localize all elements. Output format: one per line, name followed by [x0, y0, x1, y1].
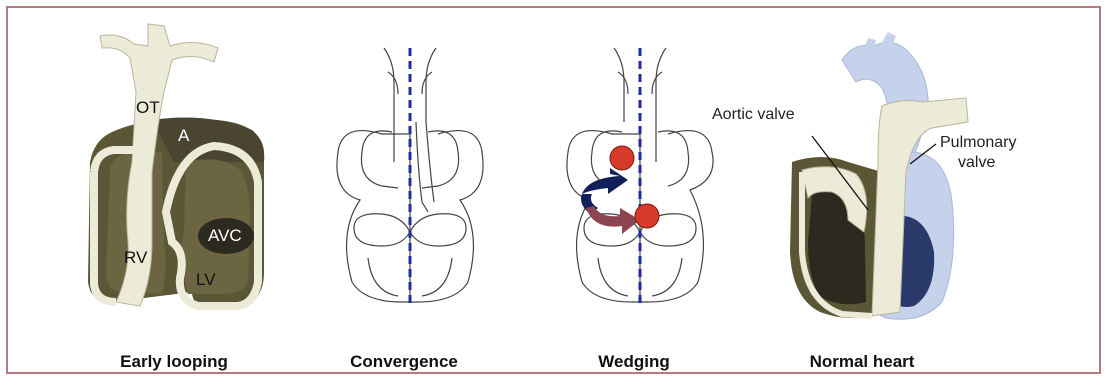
maroon-shift-arrow	[586, 206, 640, 234]
red-dot-lower	[635, 204, 659, 228]
convergence-outline	[337, 131, 410, 302]
label-lv: LV	[196, 270, 216, 290]
normal-heart	[790, 32, 968, 319]
caption-early-looping: Early looping	[120, 352, 228, 372]
figure-frame: OT A AVC RV LV Aortic valve Pulmonary va…	[6, 6, 1101, 374]
navy-rotation-arrow	[582, 168, 628, 194]
label-aortic-valve: Aortic valve	[712, 106, 795, 124]
caption-normal-heart: Normal heart	[810, 352, 915, 372]
label-pulmonary-line1: Pulmonary	[940, 134, 1016, 152]
red-dot-upper	[610, 146, 634, 170]
caption-wedging: Wedging	[598, 352, 669, 372]
label-rv: RV	[124, 248, 147, 268]
figure-canvas	[8, 8, 1103, 376]
label-avc: AVC	[208, 226, 242, 246]
early-looping-heart	[88, 24, 264, 308]
caption-convergence: Convergence	[350, 352, 458, 372]
label-pulmonary-line2: valve	[958, 154, 995, 172]
label-a: A	[178, 126, 189, 146]
label-ot: OT	[136, 98, 160, 118]
